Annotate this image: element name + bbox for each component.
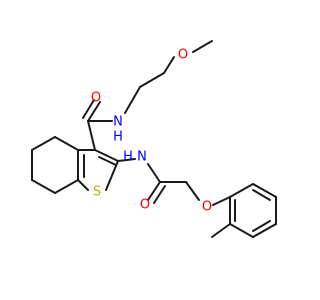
bond-ch2-n	[124, 86, 141, 114]
bond-c-o2-double-a	[147, 181, 161, 201]
atom-h-amide2: H	[123, 150, 133, 165]
structure-svg: O N H O S N H O O	[31, 40, 277, 238]
bond-c-c3	[87, 120, 96, 151]
bond-ar4-ar5	[252, 223, 277, 238]
bond-s-c7a	[77, 179, 89, 191]
bond-c3-c2-b	[98, 156, 117, 166]
atom-h-amide: H	[113, 130, 123, 145]
bond-c-o2-double-b	[153, 185, 166, 204]
bond-ar1-ar2	[229, 183, 254, 198]
bond-c4-c5	[31, 136, 56, 151]
atom-n-amide: N	[113, 115, 123, 130]
bond-c7-c7a	[54, 179, 79, 194]
atom-labels: O N H O S N H O O	[91, 48, 212, 215]
atom-o-ether: O	[178, 48, 188, 63]
atom-o-carbonyl1: O	[91, 91, 101, 106]
bond-ch2-ch2	[139, 72, 165, 88]
bond-c2-s	[105, 160, 119, 191]
bond-c3-c2-a	[94, 149, 119, 162]
atom-n-amide2: N	[137, 150, 147, 165]
molecule-diagram: O N H O S N H O O	[31, 40, 277, 238]
bond-n2-c	[147, 163, 161, 183]
bond-ch2-o	[185, 181, 200, 201]
bond-c2-n2	[117, 158, 136, 162]
bond-ar2-ar3-inner	[252, 189, 271, 201]
bond-c3a-c4	[54, 136, 79, 151]
bond-ch3-o	[192, 40, 213, 53]
bond-ar6-methyl	[211, 223, 231, 238]
bond-o-ch2	[163, 56, 175, 74]
bond-c6-c7	[31, 179, 56, 194]
bond-c-o-double-b	[82, 99, 95, 119]
atom-o-carbonyl2: O	[140, 198, 150, 213]
bond-o-aryl	[212, 196, 231, 206]
bond-ar4-ar5-inner	[252, 220, 271, 232]
atom-s-ring: S	[93, 185, 101, 200]
bond-c-o-double-a	[87, 101, 101, 122]
bonds	[31, 40, 277, 238]
bond-ar2-ar3	[252, 183, 277, 198]
bond-ar5-ar6	[229, 223, 254, 238]
atom-o-aryl: O	[202, 200, 212, 215]
